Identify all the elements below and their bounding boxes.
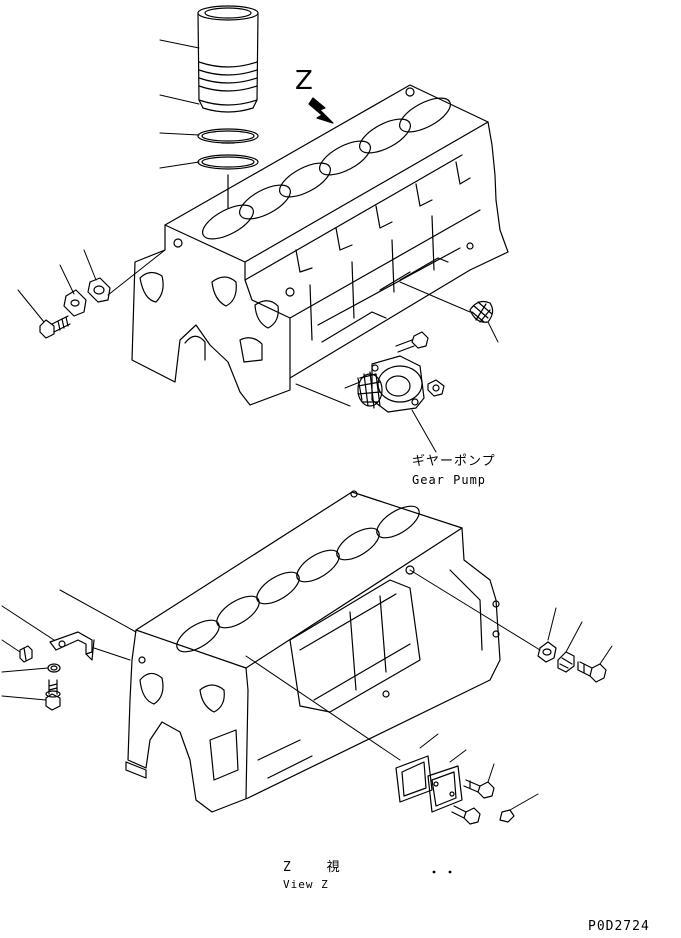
- leader-lines-liner: [159, 39, 200, 169]
- leader-lines-top-left: [17, 249, 166, 323]
- washer-bottom-left: [47, 663, 61, 673]
- gear-pump: [344, 355, 425, 413]
- view-z-arrow: [308, 97, 334, 124]
- view-z-caption-en: View Z: [283, 878, 329, 891]
- bolt-lower-1: [463, 779, 495, 799]
- gasket-lower: [395, 755, 433, 803]
- leader-lines-lower: [245, 655, 539, 811]
- dot-mark-2: [448, 870, 452, 874]
- leader-lines-bottom-right: [409, 569, 613, 665]
- bolt-lower-2: [451, 805, 481, 825]
- leader-line-gear-pump: [295, 383, 437, 453]
- gear-pump-nut: [427, 379, 445, 397]
- dot-mark-1: [432, 870, 436, 874]
- engine-block-bottom: [125, 490, 501, 813]
- bracket-bottom-left: [49, 631, 95, 661]
- bolt-top-left: [39, 315, 71, 339]
- view-z-caption-jp: Z 視: [283, 860, 354, 875]
- engine-block-top: [131, 84, 509, 406]
- cover-lower: [427, 765, 463, 813]
- leader-lines-top-right: [399, 281, 499, 343]
- cover-plate-top: [63, 289, 87, 317]
- plug-lower: [499, 809, 515, 823]
- cover-plate-bottom-right: [537, 641, 557, 663]
- cover-gasket-top: [87, 277, 111, 303]
- gear-pump-label-jp: ギヤーポンプ: [412, 454, 496, 469]
- o-ring-lower: [197, 154, 259, 170]
- plug-top-right: [469, 300, 494, 323]
- bolt-bottom-right: [577, 661, 607, 683]
- bolt-bottom-left: [45, 679, 61, 711]
- drawing-code: P0D2724: [588, 919, 650, 934]
- plug-bottom-left: [19, 645, 33, 663]
- cylinder-liner: [197, 5, 259, 113]
- gasket-bottom-right: [557, 651, 575, 673]
- gear-pump-bolt: [395, 331, 429, 353]
- o-ring-upper: [197, 128, 259, 144]
- view-z-arrow-label: Z: [295, 66, 313, 96]
- gear-pump-label-en: Gear Pump: [412, 473, 487, 487]
- leader-lines-bottom-left: [1, 589, 137, 701]
